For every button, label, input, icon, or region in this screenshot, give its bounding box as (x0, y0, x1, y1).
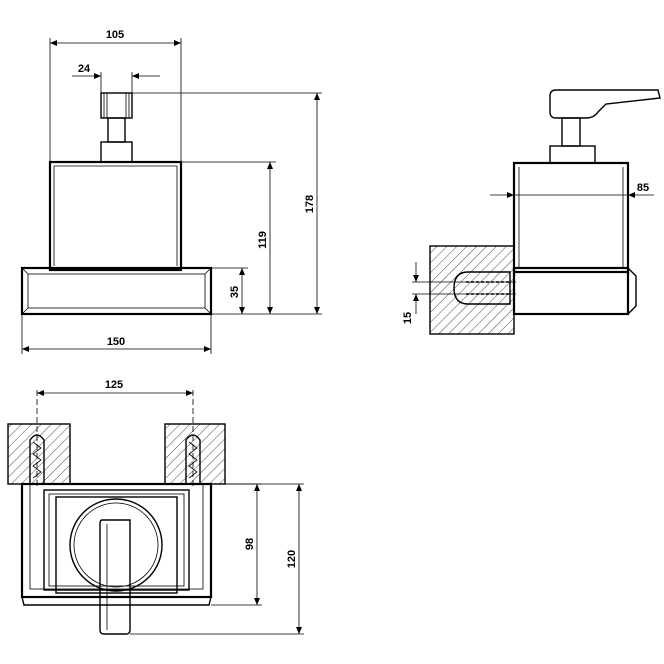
dim-105: 105 (106, 29, 124, 41)
pump-stem (107, 117, 126, 143)
top-view: 125 98 120 (7, 379, 304, 635)
pump-collar (100, 141, 133, 163)
wall-section (429, 245, 515, 335)
pump-lever (549, 89, 661, 119)
wall-anchor (453, 271, 511, 305)
dim-85: 85 (637, 182, 649, 194)
wall-block-left (7, 423, 71, 485)
dim-24: 24 (78, 63, 91, 75)
dim-98: 98 (244, 538, 256, 550)
dim-178: 178 (304, 195, 316, 213)
dim-150: 150 (107, 336, 125, 348)
dim-119: 119 (257, 231, 269, 249)
dim-35: 35 (229, 286, 241, 298)
front-view: 105 24 178 119 35 150 (20, 29, 322, 354)
dim-15: 15 (402, 312, 414, 324)
base-plate (20, 266, 213, 316)
pump-head (100, 92, 133, 119)
side-view: 85 15 (402, 89, 661, 335)
container (48, 160, 183, 272)
dim-120: 120 (286, 550, 298, 568)
base-plate-top (20, 482, 213, 599)
dim-125: 125 (105, 379, 123, 391)
lever-top (99, 519, 131, 635)
wall-block-right (164, 423, 226, 485)
